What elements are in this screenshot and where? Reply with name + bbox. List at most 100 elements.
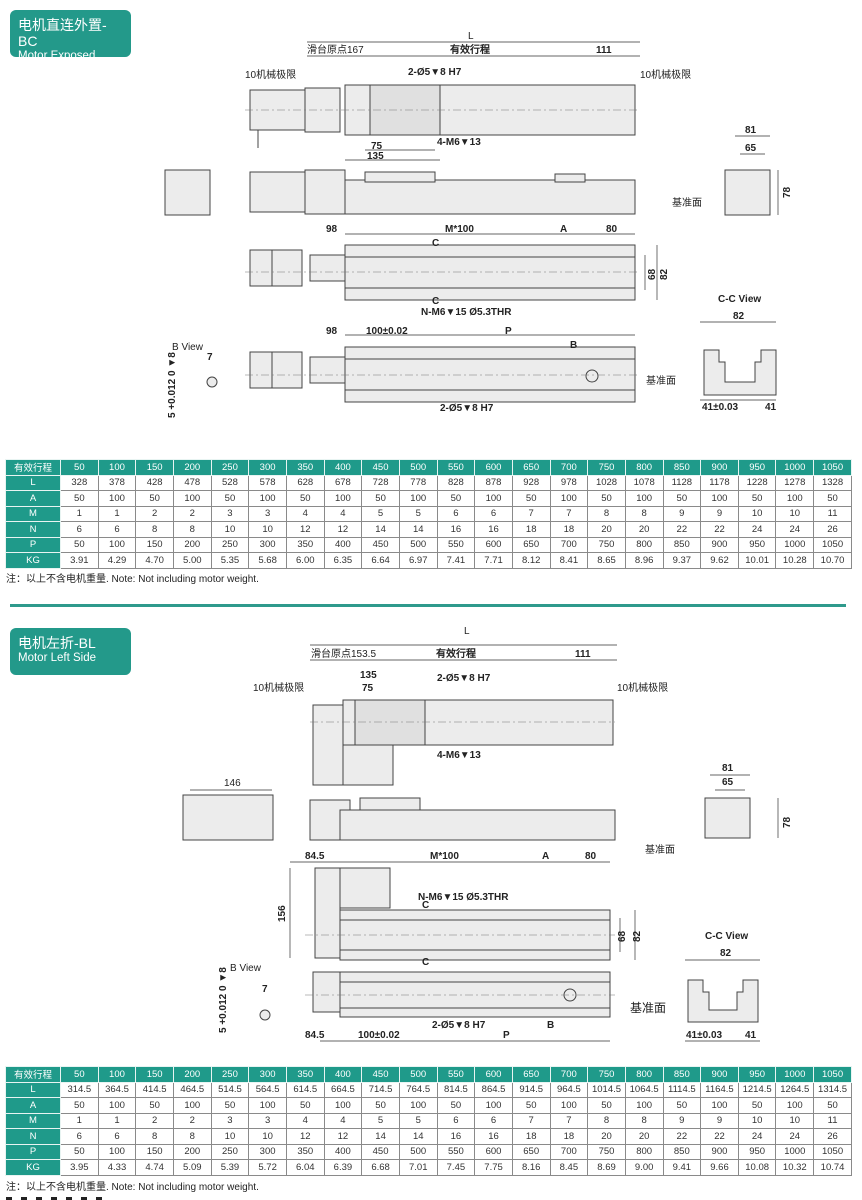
table-cell: 578: [248, 474, 287, 491]
dim-P: P: [503, 1030, 510, 1041]
dim-pitch: 100±0.02: [358, 1030, 400, 1041]
column-header-cell: 700: [549, 459, 589, 476]
dim-111: 111: [596, 45, 612, 56]
table-cell: 1264.5: [775, 1081, 815, 1098]
table-cell: 514.5: [210, 1081, 250, 1098]
datum-surface-label: 基准面: [645, 845, 675, 856]
mechanical-limit-left: 10机械极限: [245, 70, 297, 81]
column-header-cell: 450: [361, 459, 400, 476]
column-header-cell: 750: [587, 1066, 626, 1083]
table-cell: 150: [135, 1143, 174, 1160]
table-cell: 664.5: [323, 1081, 363, 1098]
section-title-cn: 电机左折-BL: [18, 635, 96, 651]
table-cell: 50: [737, 1097, 777, 1114]
column-header-cell: 1000: [775, 1066, 815, 1083]
section-mark-c-bottom: C: [432, 296, 440, 307]
table-note: 注：以上不含电机重量. Note: Not including motor we…: [6, 1182, 259, 1193]
dim-84-5-b: 84.5: [305, 1030, 325, 1041]
table-cell: 10.08: [737, 1159, 777, 1176]
table-cell: 378: [97, 474, 137, 491]
table-cell: 11: [813, 505, 852, 522]
table-cell: 50: [210, 490, 250, 507]
row-header-cell: L: [5, 474, 61, 491]
table-cell: 50: [511, 1097, 551, 1114]
table-cell: 100: [700, 490, 739, 507]
table-cell: 8.41: [549, 552, 589, 569]
column-header-cell: 350: [285, 459, 325, 476]
table-cell: 600: [474, 1143, 513, 1160]
table-cell: 8.45: [549, 1159, 589, 1176]
dim-41: 41: [745, 1030, 757, 1041]
table-cell: 864.5: [474, 1081, 513, 1098]
table-cell: 4.33: [97, 1159, 137, 1176]
table-cell: 4: [285, 1112, 325, 1129]
table-cell: 7.71: [474, 552, 513, 569]
column-header-cell: 900: [700, 1066, 739, 1083]
table-cell: 24: [775, 521, 815, 538]
row-header-cell: P: [5, 536, 61, 553]
table-cell: 750: [587, 536, 626, 553]
table-cell: 50: [813, 1097, 852, 1114]
table-cell: 464.5: [172, 1081, 212, 1098]
column-header-cell: 300: [248, 459, 287, 476]
row-header-cell: L: [5, 1081, 61, 1098]
table-cell: 900: [700, 536, 739, 553]
row-header-cell: M: [5, 505, 61, 522]
table-cell: 550: [436, 1143, 476, 1160]
column-header-cell: 650: [511, 1066, 551, 1083]
pin-hole-spec: 2-Ø5▼8 H7: [408, 67, 462, 78]
table-cell: 10: [210, 521, 250, 538]
table-cell: 14: [361, 521, 400, 538]
table-cell: 950: [737, 1143, 777, 1160]
table-cell: 1: [60, 505, 99, 522]
table-cell: 6: [474, 1112, 513, 1129]
table-cell: 150: [135, 536, 174, 553]
column-header-cell: 700: [549, 1066, 589, 1083]
dim-pitch: 100±0.02: [366, 326, 408, 337]
table-cell: 7.01: [398, 1159, 438, 1176]
table-cell: 8.16: [511, 1159, 551, 1176]
thread-spec-m6: 4-M6▼13: [437, 137, 481, 148]
dim-98-b: 98: [326, 326, 338, 337]
table-cell: 14: [361, 1128, 400, 1145]
view-mark-b: B: [570, 340, 578, 351]
table-cell: 24: [737, 1128, 777, 1145]
table-cell: 10.74: [813, 1159, 852, 1176]
row-header-cell: KG: [5, 1159, 61, 1176]
table-cell: 1000: [775, 536, 815, 553]
table-cell: 20: [624, 521, 664, 538]
table-cell: 12: [323, 521, 363, 538]
table-cell: 878: [474, 474, 513, 491]
dim-135: 135: [360, 670, 377, 681]
table-cell: 100: [549, 1097, 589, 1114]
table-cell: 1114.5: [662, 1081, 702, 1098]
table-cell: 8.12: [511, 552, 551, 569]
datum-surface-label-2: 基准面: [630, 1001, 667, 1015]
tolerance-spec: 5 +0.012 0 ▼8: [218, 967, 229, 1033]
table-cell: 450: [361, 1143, 400, 1160]
table-cell: 100: [474, 490, 513, 507]
table-cell: 9.41: [662, 1159, 702, 1176]
dim-82-vertical: 82: [659, 268, 670, 280]
dim-82: 82: [733, 311, 745, 322]
table-cell: 100: [624, 490, 664, 507]
dim-80: 80: [585, 851, 597, 862]
table-cell: 4.74: [135, 1159, 174, 1176]
table-cell: 1228: [737, 474, 777, 491]
table-cell: 400: [323, 1143, 363, 1160]
table-cell: 8: [624, 1112, 664, 1129]
table-cell: 5.09: [172, 1159, 212, 1176]
table-cell: 18: [511, 521, 551, 538]
dim-80: 80: [606, 224, 618, 235]
table-cell: 16: [436, 521, 476, 538]
table-cell: 50: [361, 490, 400, 507]
table-cell: 50: [60, 1097, 99, 1114]
table-cell: 50: [210, 1097, 250, 1114]
table-cell: 750: [587, 1143, 626, 1160]
table-cell: 26: [813, 1128, 852, 1145]
table-cell: 22: [662, 521, 702, 538]
column-header-cell: 250: [210, 459, 250, 476]
table-note: 注：以上不含电机重量. Note: Not including motor we…: [6, 574, 259, 585]
